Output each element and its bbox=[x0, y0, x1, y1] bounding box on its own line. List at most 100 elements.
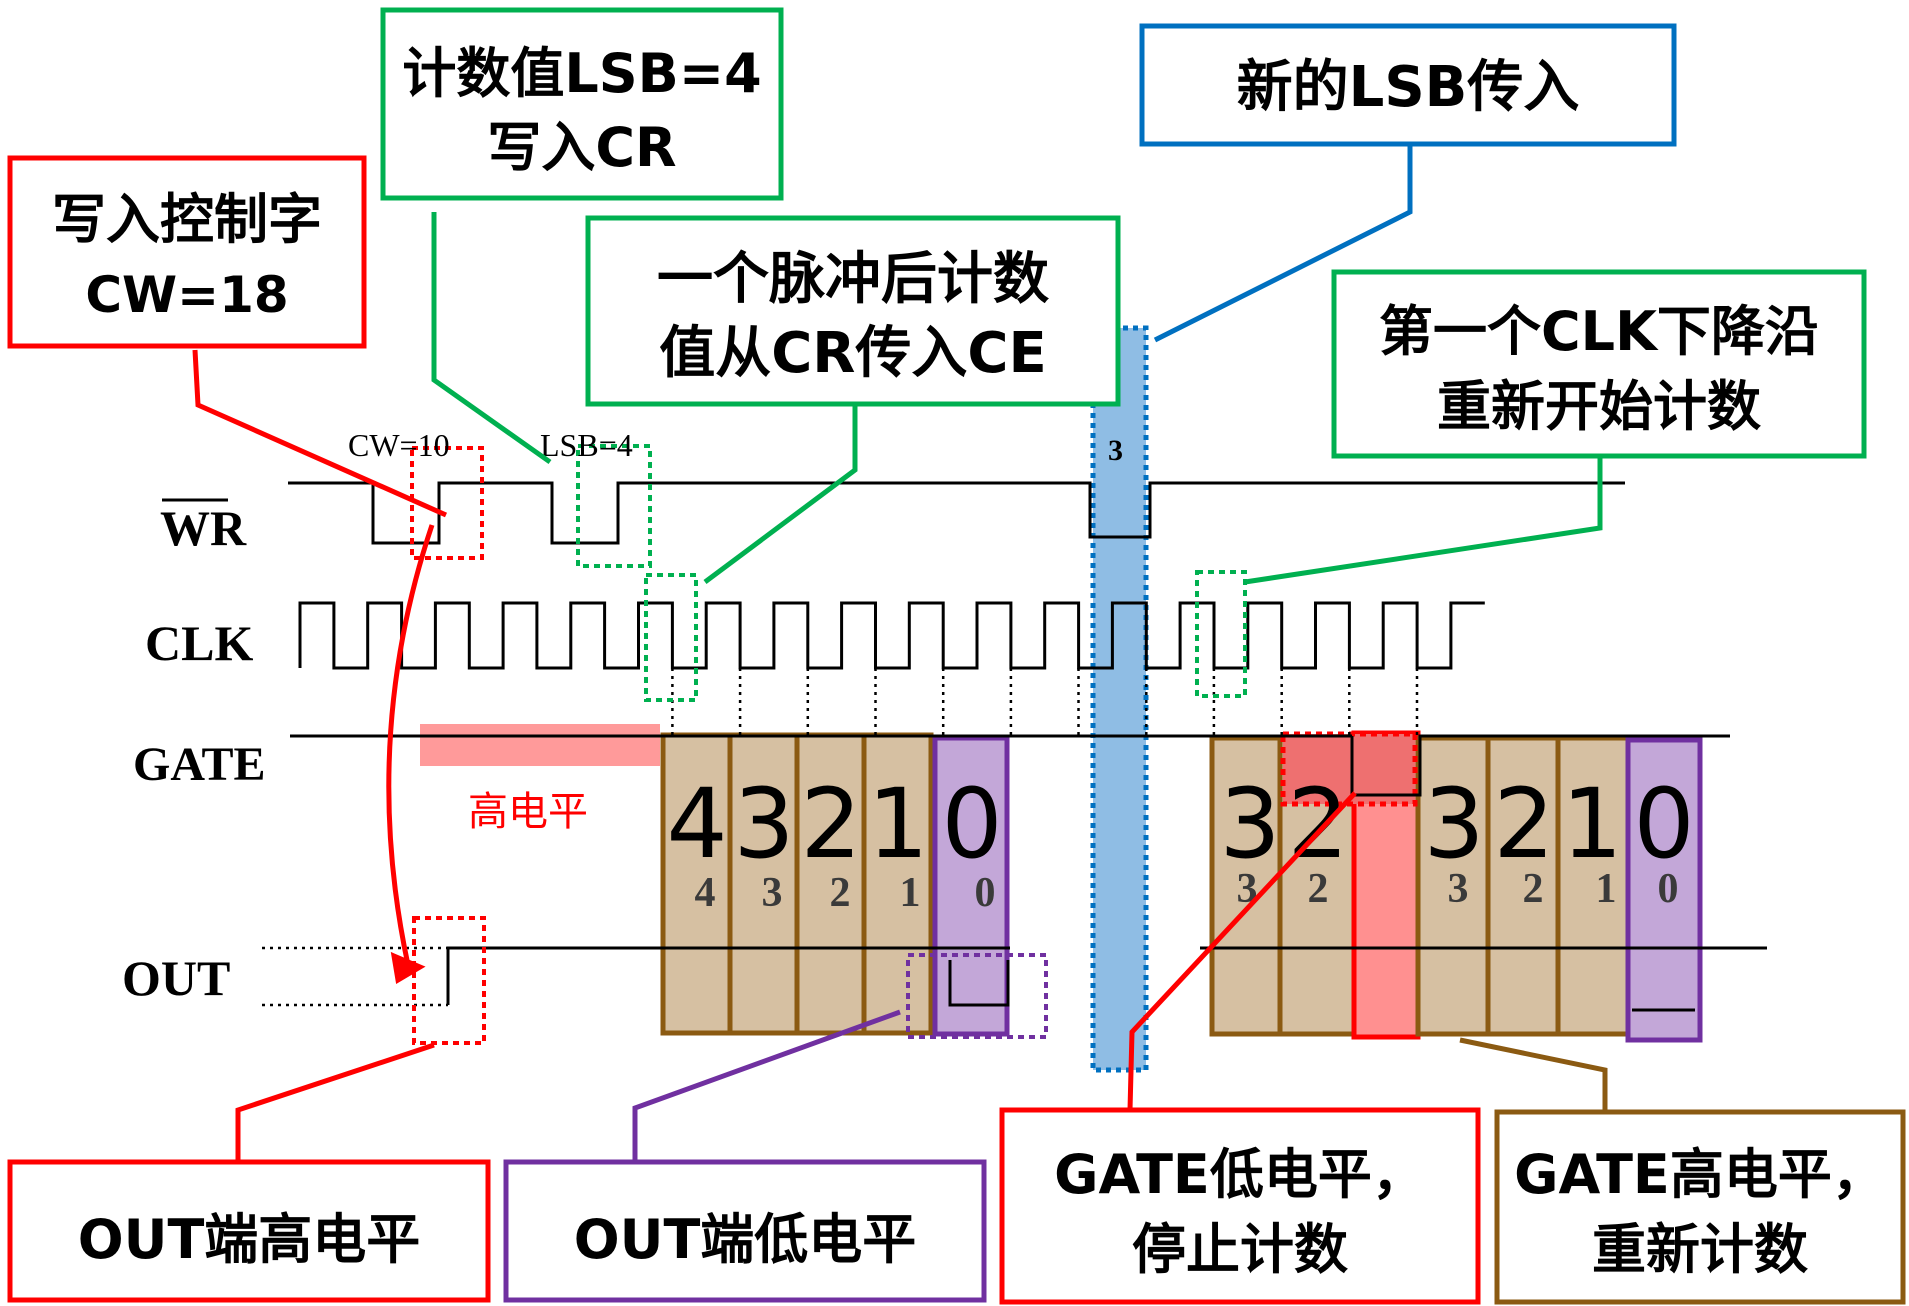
connector-gate-low bbox=[1127, 791, 1357, 1111]
callout-line: 第一个CLK下降沿 bbox=[1379, 300, 1819, 363]
count-small: 3 bbox=[762, 870, 783, 916]
count-box bbox=[861, 732, 934, 1036]
new-lsb-wave-label: 3 bbox=[1108, 434, 1123, 467]
count-small: 2 bbox=[1308, 866, 1329, 912]
connector-write-cw bbox=[192, 349, 448, 518]
gate-waveform bbox=[290, 734, 1730, 797]
connector-cr-to-ce bbox=[703, 405, 858, 585]
clk-label: CLK bbox=[145, 615, 253, 671]
count-big: 3 bbox=[733, 768, 794, 880]
callout-box bbox=[7, 1159, 491, 1303]
counts-first-small: 4 3 2 1 0 bbox=[695, 870, 996, 916]
count-small: 4 bbox=[695, 870, 716, 916]
signal-labels: WR CLK GATE OUT bbox=[122, 498, 265, 1006]
callout-box bbox=[585, 215, 1121, 407]
callout-box bbox=[999, 1107, 1481, 1305]
out-label: OUT bbox=[122, 950, 230, 1006]
gate-low-highlight bbox=[1280, 731, 1418, 807]
callout-line: 计数值LSB=4 bbox=[402, 42, 761, 105]
callout-line: CW=18 bbox=[85, 266, 288, 324]
callout-box bbox=[503, 1159, 987, 1303]
first-clk-highlight bbox=[644, 573, 698, 702]
callout-box bbox=[1494, 1109, 1906, 1305]
count-big: 0 bbox=[941, 768, 1002, 880]
count-big: 2 bbox=[1287, 768, 1348, 880]
callout-gate-high: GATE高电平， 重新计数 bbox=[1494, 1109, 1906, 1305]
lsb-highlight bbox=[576, 444, 652, 568]
count-big: 4 bbox=[666, 768, 727, 880]
callout-line: 重新计数 bbox=[1592, 1218, 1808, 1281]
count-small: 0 bbox=[975, 870, 996, 916]
count-small: 2 bbox=[1523, 866, 1544, 912]
arrowhead bbox=[390, 951, 426, 985]
count-big: 1 bbox=[867, 768, 928, 880]
wr-label: WR bbox=[160, 500, 247, 556]
connector-write-lsb bbox=[431, 212, 552, 465]
callout-line: 一个脉冲后计数 bbox=[657, 247, 1049, 312]
callout-cr-to-ce: 一个脉冲后计数 值从CR传入CE bbox=[585, 215, 1121, 407]
restart-clk-highlight bbox=[1195, 570, 1247, 698]
callout-line: GATE低电平， bbox=[1054, 1143, 1426, 1206]
callout-write-cw: 写入控制字 CW=18 bbox=[7, 155, 367, 349]
gate-high-annotation: 高电平 bbox=[468, 789, 588, 835]
cw-wave-label: CW=10 bbox=[348, 427, 450, 463]
count-big: 2 bbox=[800, 768, 861, 880]
connectors bbox=[192, 143, 1608, 1160]
clock-guides bbox=[671, 668, 1419, 735]
count-small: 1 bbox=[900, 870, 921, 916]
callout-line: 重新开始计数 bbox=[1437, 375, 1761, 438]
callout-new-lsb: 新的LSB传入 bbox=[1139, 23, 1677, 147]
count-small: 3 bbox=[1448, 866, 1469, 912]
count-small: 2 bbox=[830, 870, 851, 916]
count-box-zero bbox=[1625, 737, 1703, 1043]
connector-gate-high bbox=[1459, 1037, 1608, 1110]
connector-out-low bbox=[632, 1009, 901, 1160]
count-box bbox=[660, 732, 733, 1036]
count-big: 2 bbox=[1493, 768, 1554, 880]
cw-highlight bbox=[410, 446, 484, 560]
callout-line: OUT端低电平 bbox=[574, 1208, 917, 1271]
clk-waveform bbox=[298, 601, 1485, 670]
count-big: 1 bbox=[1561, 768, 1622, 880]
gate-label: GATE bbox=[133, 738, 265, 791]
callout-line: 停止计数 bbox=[1132, 1218, 1348, 1281]
count-box bbox=[1485, 735, 1561, 1037]
callout-line: OUT端高电平 bbox=[78, 1208, 421, 1271]
out-low-highlight bbox=[906, 953, 1048, 1039]
callout-first-clk: 第一个CLK下降沿 重新开始计数 bbox=[1331, 269, 1867, 459]
wr-waveform bbox=[288, 481, 1625, 545]
connector-new-lsb bbox=[1153, 143, 1413, 343]
callout-box bbox=[1139, 23, 1677, 147]
callout-gate-low: GATE低电平， 停止计数 bbox=[999, 1107, 1481, 1305]
connector-first-clk bbox=[1244, 455, 1603, 585]
count-box-zero bbox=[932, 735, 1010, 1037]
connector-out-high bbox=[235, 1042, 435, 1160]
count-box bbox=[727, 732, 800, 1036]
callout-out-high: OUT端高电平 bbox=[7, 1159, 491, 1303]
callout-box bbox=[1331, 269, 1867, 459]
new-lsb-band bbox=[1090, 325, 1149, 1073]
callout-line: 值从CR传入CE bbox=[659, 321, 1047, 386]
out-waveform bbox=[446, 946, 1767, 1005]
callout-write-lsb: 计数值LSB=4 写入CR bbox=[380, 7, 784, 201]
count-small: 1 bbox=[1596, 866, 1617, 912]
out-low-segment bbox=[948, 960, 1010, 1007]
callout-line: GATE高电平， bbox=[1514, 1143, 1886, 1206]
count-big: 3 bbox=[1423, 768, 1484, 880]
callout-line: 写入控制字 bbox=[52, 188, 322, 251]
connector-cw-to-out bbox=[386, 524, 435, 966]
count-big: 3 bbox=[1219, 768, 1280, 880]
callout-line: 新的LSB传入 bbox=[1237, 55, 1580, 120]
gate-high-bar bbox=[420, 724, 660, 766]
count-big: 0 bbox=[1633, 768, 1694, 880]
out-high-highlight bbox=[412, 916, 486, 1045]
counts-first-big: 4 3 2 1 0 bbox=[666, 768, 1002, 880]
callout-box bbox=[7, 155, 367, 349]
callout-line: 写入CR bbox=[487, 116, 676, 179]
count-small: 0 bbox=[1658, 866, 1679, 912]
callout-out-low: OUT端低电平 bbox=[503, 1159, 987, 1303]
counts-second-big: 3 2 3 2 1 0 bbox=[1219, 768, 1694, 880]
out-pre-dotted bbox=[262, 946, 448, 1007]
count-box bbox=[1415, 735, 1491, 1037]
